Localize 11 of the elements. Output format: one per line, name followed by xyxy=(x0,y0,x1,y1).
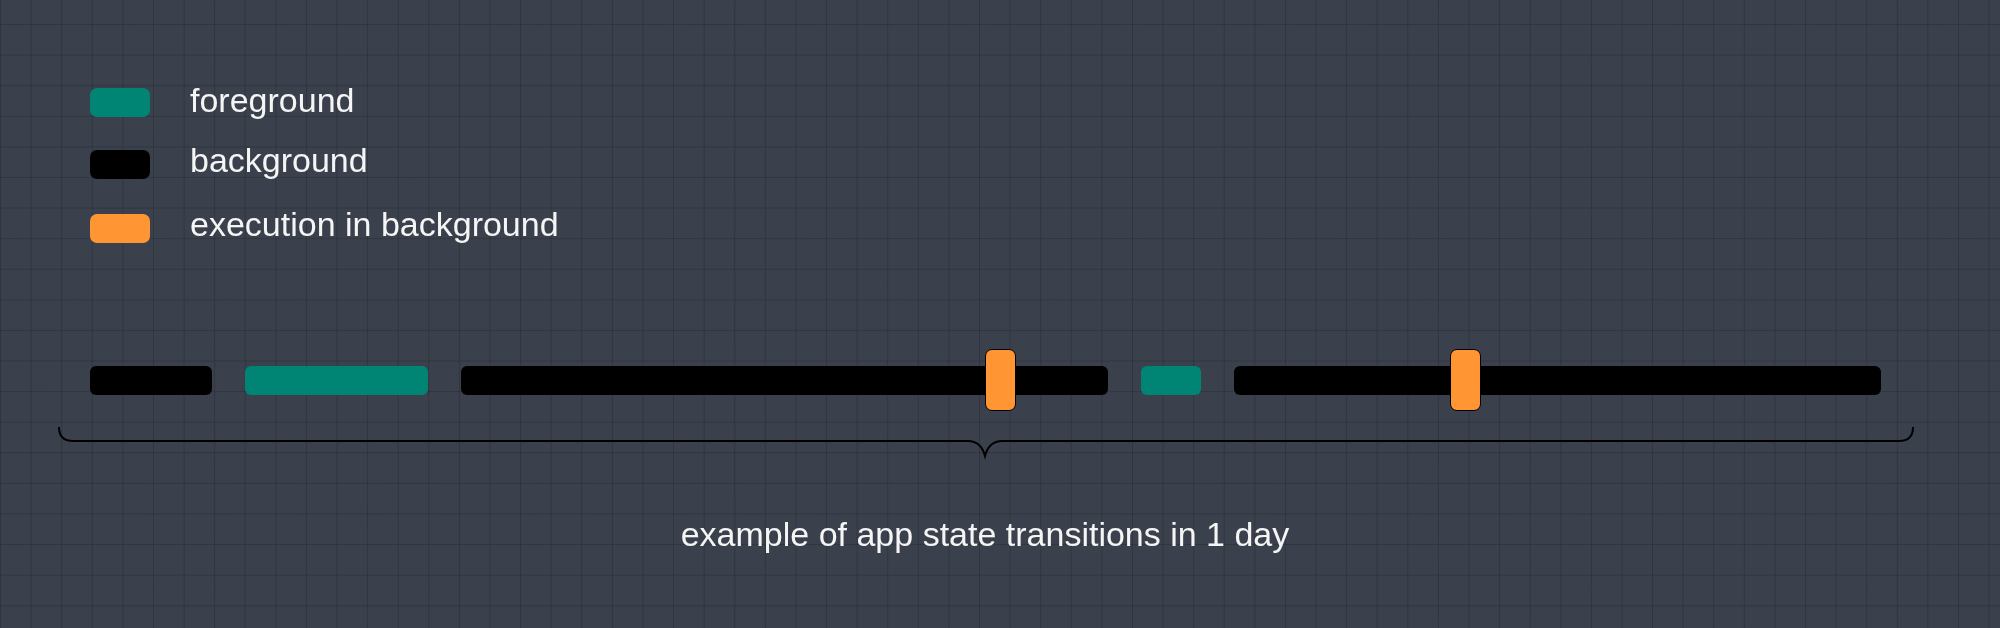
timeline-bar xyxy=(1234,366,1881,395)
timeline-marker xyxy=(1450,349,1481,411)
timeline-bar xyxy=(245,366,428,395)
legend-label: execution in background xyxy=(190,204,559,244)
timeline-bar xyxy=(461,366,1108,395)
legend-label: background xyxy=(190,140,368,180)
timeline-marker xyxy=(985,349,1016,411)
timeline-bar xyxy=(1141,366,1201,395)
caption: example of app state transitions in 1 day xyxy=(679,514,1291,554)
legend-label: foreground xyxy=(190,80,355,120)
timeline-bar xyxy=(90,366,212,395)
